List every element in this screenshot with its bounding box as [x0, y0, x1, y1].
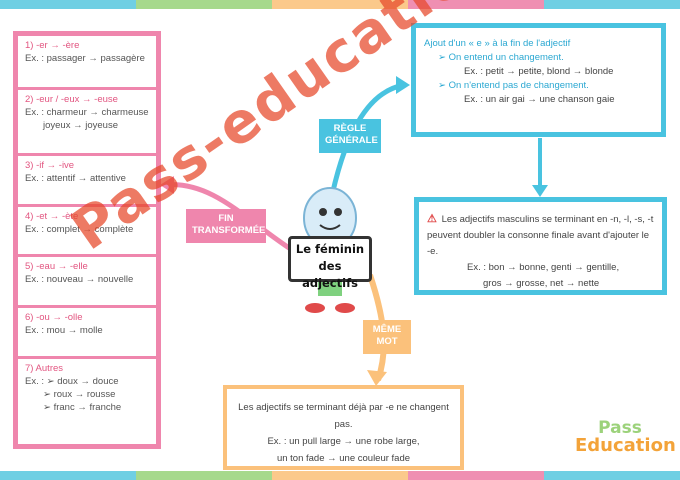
warning-icon: ⚠ — [427, 213, 437, 225]
rule-4: 4) -et → -ète Ex. : complet → complète — [18, 207, 156, 254]
bottom-stripe — [0, 471, 680, 480]
rule-2: 2) -eur / -eux → -euse Ex. : charmeur → … — [18, 90, 156, 153]
rule-3: 3) -if → -ive Ex. : attentif → attentive — [18, 156, 156, 204]
pass-education-logo: Pass Education — [575, 418, 676, 456]
rule-6: 6) -ou → -olle Ex. : mou → molle — [18, 308, 156, 356]
rules-panel: 1) -er → -ère Ex. : passager → passagère… — [13, 31, 161, 449]
rule-7: 7) Autres Ex. : ➢ doux → douce ➢ roux → … — [18, 359, 156, 444]
top-stripe — [0, 0, 680, 9]
rule-5: 5) -eau → -elle Ex. : nouveau → nouvelle — [18, 257, 156, 305]
center-title-sign: Le féminin des adjectifs — [288, 236, 372, 290]
rule-1: 1) -er → -ère Ex. : passager → passagère — [18, 36, 156, 87]
same-word-box: Les adjectifs se terminant déjà par -e n… — [223, 385, 464, 470]
double-consonant-box: ⚠ Les adjectifs masculins se terminant e… — [414, 197, 667, 295]
general-rule-box: Ajout d'un « e » à la fin de l'adjectif … — [411, 23, 666, 137]
